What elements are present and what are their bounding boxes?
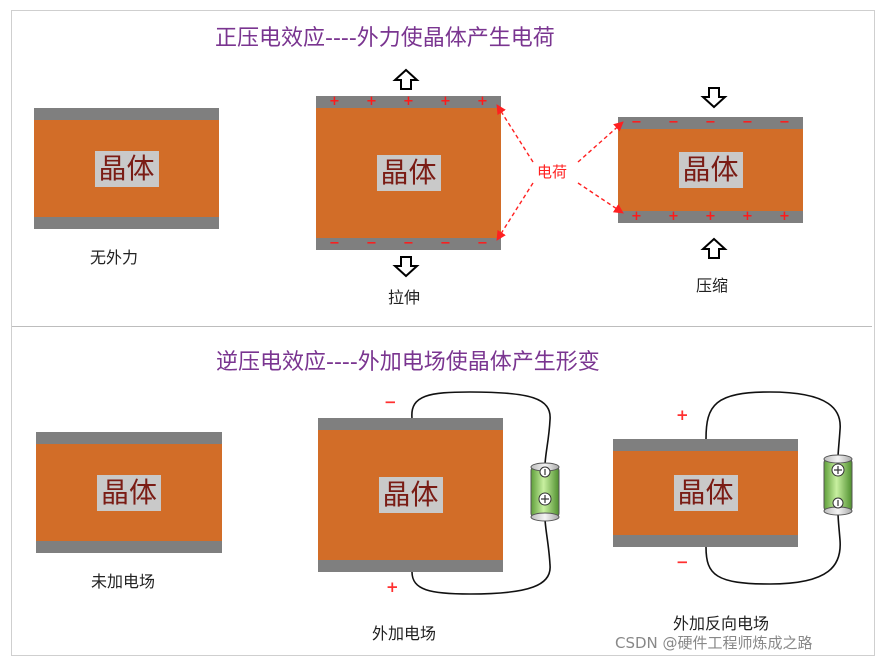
plus-sign: + <box>631 209 642 224</box>
minus-sign: − <box>440 236 451 251</box>
bottom-electrode <box>613 535 798 547</box>
crystal-no-field: 晶体 <box>36 432 222 553</box>
top-electrode <box>36 432 222 444</box>
crystal-stretched: + + + + + − − − − − 晶体 <box>316 94 501 251</box>
top-electrode <box>316 96 501 108</box>
minus-sign: − <box>366 236 377 251</box>
reverse-field-label: 外加反向电场 <box>673 614 770 633</box>
crystal-reverse-field: 晶体 <box>613 439 798 547</box>
plus-sign: + <box>366 94 377 109</box>
plus-sign: + <box>329 94 340 109</box>
bottom-electrode <box>618 211 803 223</box>
plus-sign: + <box>477 94 488 109</box>
minus-sign: − <box>676 553 689 571</box>
plus-sign: + <box>668 209 679 224</box>
bottom-electrode <box>34 217 219 229</box>
crystal-compressed: − − − − − + + + + + 晶体 <box>618 115 803 224</box>
minus-sign: − <box>631 115 642 130</box>
negative-charges-row: − − − − − <box>316 236 501 251</box>
stretch-label: 拉伸 <box>388 288 421 307</box>
positive-charges-row: + + + + + <box>316 94 501 109</box>
crystal-label: 晶体 <box>678 152 743 188</box>
minus-sign: − <box>477 236 488 251</box>
negative-charges-row: − − − − − <box>618 115 803 130</box>
plus-sign: + <box>742 209 753 224</box>
crystal-field-applied: 晶体 <box>318 418 503 572</box>
no-field-label: 未加电场 <box>91 572 156 591</box>
bottom-electrode <box>316 238 501 250</box>
bottom-electrode <box>36 541 222 553</box>
crystal-label: 晶体 <box>94 150 159 187</box>
crystal-label: 晶体 <box>376 155 441 191</box>
minus-sign: − <box>705 115 716 130</box>
no-force-label: 无外力 <box>90 248 139 267</box>
minus-sign: − <box>403 236 414 251</box>
top-electrode <box>318 418 503 430</box>
charge-label: 电荷 <box>537 163 568 181</box>
bottom-electrode <box>318 560 503 572</box>
top-electrode <box>613 439 798 451</box>
positive-charges-row: + + + + + <box>618 209 803 224</box>
plus-sign: + <box>705 209 716 224</box>
crystal-label: 晶体 <box>673 475 738 511</box>
watermark: CSDN @硬件工程师炼成之路 <box>615 634 813 652</box>
field-label: 外加电场 <box>372 624 437 643</box>
compress-label: 压缩 <box>696 276 729 295</box>
minus-sign: − <box>742 115 753 130</box>
crystal-label: 晶体 <box>378 477 443 513</box>
section-divider <box>12 326 872 327</box>
minus-sign: − <box>668 115 679 130</box>
direct-effect-title: 正压电效应----外力使晶体产生电荷 <box>215 26 555 51</box>
plus-sign: + <box>403 94 414 109</box>
plus-sign: + <box>386 578 399 596</box>
crystal-label: 晶体 <box>96 474 162 511</box>
minus-sign: − <box>779 115 790 130</box>
plus-sign: + <box>676 406 689 424</box>
inverse-effect-title: 逆压电效应----外加电场使晶体产生形变 <box>216 350 600 375</box>
minus-sign: − <box>384 393 397 411</box>
crystal-no-force: 晶体 <box>34 108 219 229</box>
minus-sign: − <box>329 236 340 251</box>
plus-sign: + <box>779 209 790 224</box>
top-electrode <box>618 117 803 129</box>
top-electrode <box>34 108 219 120</box>
plus-sign: + <box>440 94 451 109</box>
